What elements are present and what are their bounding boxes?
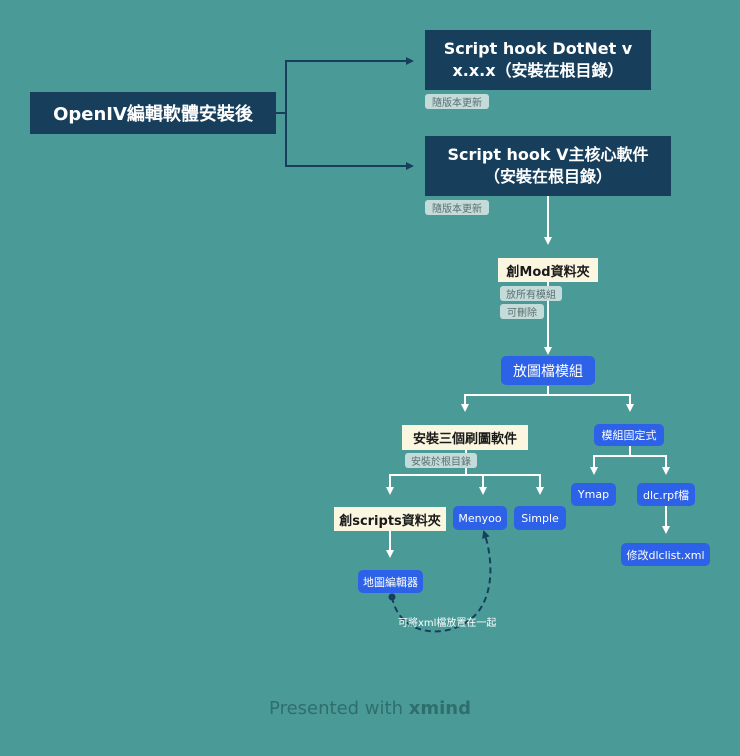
footer-prefix: Presented with (269, 698, 403, 719)
dotnet-node[interactable]: Script hook DotNet v x.x.x（安裝在根目錄） (425, 30, 651, 90)
dlc-rpf-node[interactable]: dlc.rpf檔 (637, 483, 695, 506)
map-editor-label: 地圖編輯器 (363, 575, 418, 589)
dotnet-node-label: Script hook DotNet v x.x.x（安裝在根目錄） (443, 39, 633, 80)
trainers-label: 安裝三個刷圖軟件 (412, 432, 517, 447)
connector-root-hookv (285, 113, 414, 170)
relationship-curve (391, 530, 492, 633)
map-modules-label: 放圖檔模組 (513, 363, 583, 380)
install-root-tag: 安裝於根目錄 (405, 453, 477, 468)
map-editor-node[interactable]: 地圖編輯器 (358, 570, 423, 593)
menyoo-label: Menyoo (458, 511, 502, 525)
trainers-node[interactable]: 安裝三個刷圖軟件 (402, 425, 528, 450)
footer-brand: xmind (408, 698, 471, 719)
all-modules-tag: 放所有模組 (500, 286, 562, 301)
deletable-tag: 可刪除 (500, 304, 544, 319)
hookv-update-tag: 隨版本更新 (425, 200, 489, 215)
root-node[interactable]: OpenIV編輯軟體安裝後 (30, 92, 276, 134)
edit-dlclist-node[interactable]: 修改dlclist.xml (621, 543, 710, 566)
connector-map-fixed (548, 394, 634, 412)
connector-fixed-dlc (630, 455, 670, 475)
simple-label: Simple (521, 511, 559, 525)
edit-dlclist-label: 修改dlclist.xml (626, 548, 705, 562)
connector-root-dotnet (276, 57, 414, 114)
root-node-label: OpenIV編輯軟體安裝後 (53, 104, 253, 125)
ymap-label: Ymap (577, 488, 610, 501)
mod-folder-node[interactable]: 創Mod資料夾 (498, 258, 598, 282)
relationship-label: 可將xml檔放置在一起 (398, 618, 497, 629)
scripts-folder-label: 創scripts資料夾 (339, 513, 441, 529)
hookv-node[interactable]: Script hook V主核心軟件（安裝在根目錄） (425, 136, 671, 196)
relationship-start-dot (388, 593, 396, 601)
fixed-modules-label: 模組固定式 (601, 429, 657, 442)
connector-fixed-ymap (590, 446, 631, 475)
footer: Presented with xmind (0, 698, 740, 719)
simple-node[interactable]: Simple (514, 506, 566, 530)
connector-trainers-simple (466, 474, 544, 495)
fixed-modules-node[interactable]: 模組固定式 (594, 424, 664, 446)
hookv-node-label: Script hook V主核心軟件（安裝在根目錄） (447, 145, 649, 186)
connector-map-trainers (461, 386, 549, 412)
menyoo-node[interactable]: Menyoo (453, 506, 507, 530)
mod-folder-label: 創Mod資料夾 (506, 264, 590, 280)
scripts-folder-node[interactable]: 創scripts資料夾 (334, 507, 446, 531)
dlc-rpf-label: dlc.rpf檔 (643, 488, 689, 502)
ymap-node[interactable]: Ymap (571, 483, 616, 506)
map-modules-node[interactable]: 放圖檔模組 (501, 356, 595, 385)
dotnet-update-tag: 隨版本更新 (425, 94, 489, 109)
